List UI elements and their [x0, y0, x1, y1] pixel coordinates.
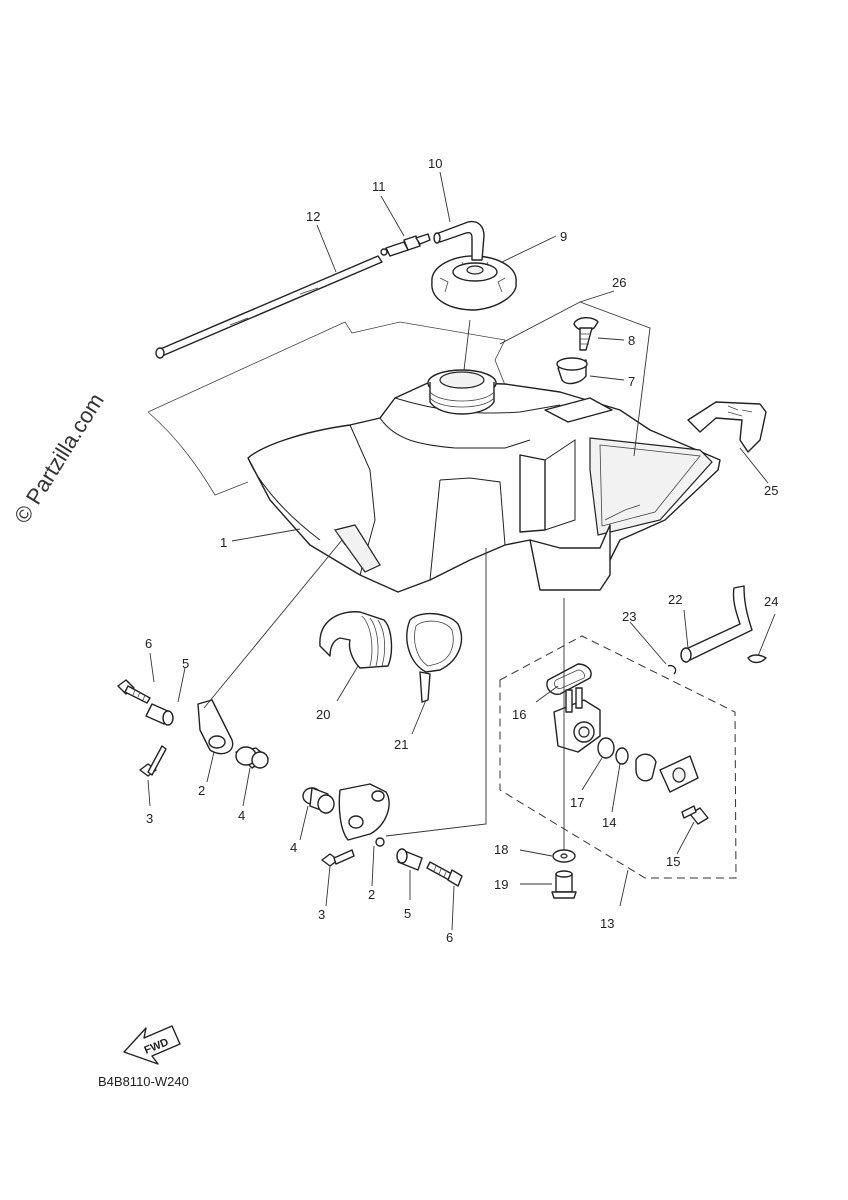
callout-6-right: 6 — [446, 930, 453, 945]
callout-4-right: 4 — [290, 840, 297, 855]
callout-17: 17 — [570, 795, 584, 810]
callout-6-left: 6 — [145, 636, 152, 651]
watermark: © Partzilla.com — [9, 389, 109, 528]
callout-24: 24 — [764, 594, 778, 609]
callout-8: 8 — [628, 333, 635, 348]
callout-20: 20 — [316, 707, 330, 722]
callout-25: 25 — [764, 483, 778, 498]
cover-25 — [687, 401, 767, 453]
leader-lines — [147, 171, 776, 931]
callout-1: 1 — [220, 535, 227, 550]
callout-12: 12 — [306, 209, 320, 224]
callout-15: 15 — [666, 854, 680, 869]
callout-5-left: 5 — [182, 656, 189, 671]
callouts: 1 2 2 3 3 4 4 5 5 6 6 7 8 9 10 11 12 13 … — [145, 156, 778, 945]
fuel-tank — [247, 369, 721, 593]
callout-7: 7 — [628, 374, 635, 389]
tank-cover-outline — [147, 321, 506, 413]
band-21 — [406, 613, 463, 703]
callout-9: 9 — [560, 229, 567, 244]
callout-2-left: 2 — [198, 783, 205, 798]
damper-20 — [319, 611, 393, 669]
bolt-8 — [573, 317, 599, 351]
callout-5-right: 5 — [404, 906, 411, 921]
fuel-hose-22 — [680, 585, 767, 664]
callout-26: 26 — [612, 275, 626, 290]
callout-16: 16 — [512, 707, 526, 722]
callout-3-left: 3 — [146, 811, 153, 826]
callout-10: 10 — [428, 156, 442, 171]
callout-4-left: 4 — [238, 808, 245, 823]
callout-19: 19 — [494, 877, 508, 892]
callout-3-right: 3 — [318, 907, 325, 922]
diagram-code: B4B8110-W240 — [98, 1074, 189, 1089]
breather-pipe — [155, 255, 383, 359]
callout-18: 18 — [494, 842, 508, 857]
callout-23: 23 — [622, 609, 636, 624]
callout-2-right: 2 — [368, 887, 375, 902]
fuel-cock-assembly-box — [499, 635, 737, 879]
callout-22: 22 — [668, 592, 682, 607]
callout-13: 13 — [600, 916, 614, 931]
left-mount-group — [117, 679, 269, 777]
damper-7 — [556, 357, 588, 385]
callout-14: 14 — [602, 815, 616, 830]
breather-hose — [435, 220, 485, 261]
fuel-cock — [546, 663, 709, 899]
breather-valve — [380, 233, 431, 257]
callout-11: 11 — [372, 179, 386, 194]
fwd-arrow: FWD — [123, 1025, 181, 1065]
right-mount-group — [302, 783, 463, 887]
fuel-cap — [431, 255, 517, 311]
callout-21: 21 — [394, 737, 408, 752]
